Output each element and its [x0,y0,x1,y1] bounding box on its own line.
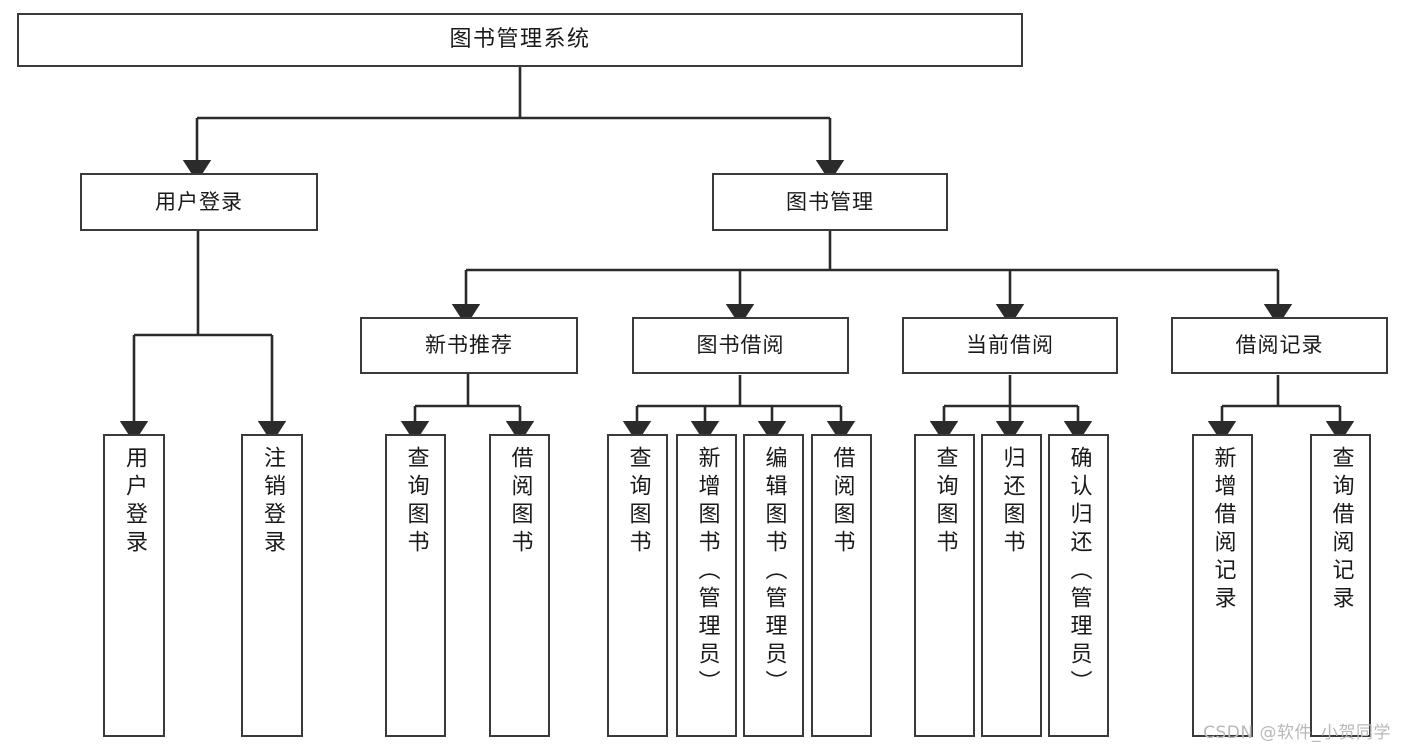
node-label: 用户登录 [122,446,147,558]
node-label: 确认归还（管理员） [1066,446,1092,698]
node-label: 注销登录 [260,446,285,558]
leaf-return-book[interactable]: 归还图书 [981,434,1042,737]
csdn-watermark: CSDN @软件_小贺同学 [1203,723,1391,743]
leaf-query-borrow-record[interactable]: 查询借阅记录 [1310,434,1371,737]
node-label: 查询借阅记录 [1328,446,1354,614]
node-label: 新增借阅记录 [1210,446,1236,614]
node-root-book-management-system[interactable]: 图书管理系统 [17,13,1023,67]
node-label: 查询图书 [932,446,958,558]
leaf-edit-book-admin[interactable]: 编辑图书（管理员） [743,434,804,737]
leaf-borrow-book-recommend[interactable]: 借阅图书 [489,434,550,737]
leaf-query-book-current[interactable]: 查询图书 [914,434,975,737]
leaf-add-borrow-record[interactable]: 新增借阅记录 [1192,434,1253,737]
leaf-borrow-book[interactable]: 借阅图书 [811,434,872,737]
node-label: 借阅记录 [1235,333,1324,358]
leaf-user-login[interactable]: 用户登录 [103,434,165,737]
node-label: 借阅图书 [507,446,533,558]
node-current-borrow[interactable]: 当前借阅 [902,317,1118,374]
node-label: 图书借阅 [696,333,785,358]
leaf-confirm-return-admin[interactable]: 确认归还（管理员） [1048,434,1109,737]
node-label: 新增图书（管理员） [694,446,720,698]
node-label: 编辑图书（管理员） [761,446,787,698]
node-label: 查询图书 [403,446,429,558]
node-label: 图书管理 [786,189,874,214]
node-book-borrow[interactable]: 图书借阅 [632,317,849,374]
node-label: 借阅图书 [829,446,855,558]
node-label: 图书管理系统 [449,27,591,53]
node-label: 新书推荐 [425,333,513,358]
node-user-login[interactable]: 用户登录 [80,173,318,231]
node-label: 查询图书 [625,446,651,558]
node-label: 用户登录 [155,189,243,214]
node-borrow-record[interactable]: 借阅记录 [1171,317,1388,374]
node-label: 当前借阅 [966,333,1054,358]
node-book-management[interactable]: 图书管理 [712,173,948,231]
leaf-logout-login[interactable]: 注销登录 [241,434,303,737]
leaf-add-book-admin[interactable]: 新增图书（管理员） [676,434,737,737]
node-new-book-recommend[interactable]: 新书推荐 [360,317,578,374]
node-label: 归还图书 [999,446,1025,558]
leaf-query-book-borrow[interactable]: 查询图书 [607,434,668,737]
leaf-query-book-recommend[interactable]: 查询图书 [385,434,446,737]
